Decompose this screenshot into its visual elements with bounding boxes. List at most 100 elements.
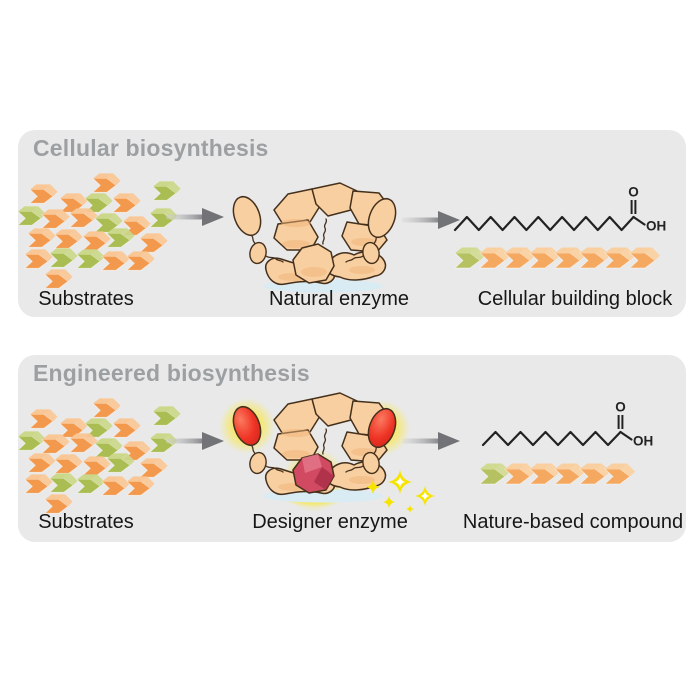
substrate-cluster — [17, 173, 181, 289]
substrate-chevron-orange — [41, 209, 70, 229]
natural-enzyme-illustration — [232, 182, 397, 293]
substrate-chevron-orange — [126, 476, 155, 496]
chain-chevron-orange — [553, 247, 585, 269]
substrate-chevron-green — [84, 193, 113, 213]
substrate-chevron-green — [76, 474, 105, 494]
chain-chevron-orange — [503, 247, 535, 269]
chain-chevron-orange — [603, 247, 635, 269]
sparkles — [366, 470, 435, 513]
reaction-arrow — [166, 208, 224, 226]
enzyme-shading — [281, 219, 311, 227]
enzyme-subunit — [311, 182, 358, 217]
chain-chevron-orange — [603, 463, 635, 485]
enzyme-small-domain — [249, 451, 267, 475]
tether-squiggle — [322, 428, 328, 455]
mutated-domain-bean — [367, 407, 397, 449]
substrate-chevron-orange — [27, 453, 56, 473]
substrate-chevron-orange — [41, 434, 70, 454]
enzyme-domain-bean — [232, 195, 262, 237]
substrate-chevron-orange — [44, 269, 73, 289]
tether-squiggle — [265, 255, 284, 263]
chain-chevron-green — [478, 463, 510, 485]
substrate-cluster — [17, 398, 181, 514]
substrate-chevron-orange — [112, 193, 141, 213]
hydroxyl-label: OH — [633, 434, 653, 449]
chain-chevron-orange — [478, 247, 510, 269]
enzyme-subunit — [311, 392, 358, 427]
substrates-label-cellular: Substrates — [38, 288, 134, 310]
chain-chevron-orange — [578, 247, 610, 269]
nature-based-compound-label: Nature-based compound — [462, 511, 684, 533]
substrate-chevron-orange — [59, 193, 88, 213]
substrate-chevron-orange — [69, 433, 98, 453]
enzyme-shading — [282, 240, 310, 248]
designer-enzyme-illustration — [219, 392, 410, 512]
substrate-chevron-orange — [139, 233, 168, 253]
rock-facet-dark — [314, 467, 334, 490]
substrate-chevron-orange — [29, 184, 58, 204]
substrate-chevron-orange — [69, 208, 98, 228]
substrate-chevron-green — [106, 228, 135, 248]
tether-squiggle — [265, 465, 284, 473]
substrate-chevron-green — [49, 248, 78, 268]
substrate-chevron-orange — [101, 476, 130, 496]
reaction-arrow — [402, 211, 460, 229]
substrate-chevron-orange — [44, 494, 73, 514]
fatty-acid-structure: O OH — [453, 185, 666, 234]
acyl-chevron-chain — [453, 247, 660, 269]
panel-title-cellular-biosynthesis: Cellular biosynthesis — [33, 135, 269, 161]
substrate-chevron-green — [152, 181, 181, 201]
enzyme-shading — [301, 267, 327, 277]
chain-chevron-green — [453, 247, 485, 269]
enzyme-small-domain — [249, 241, 267, 265]
enzyme-small-domain — [362, 241, 380, 265]
enzyme-domain-bean — [367, 197, 397, 239]
sparkle-icon — [366, 480, 380, 494]
carbonyl-oxygen-label: O — [615, 400, 626, 415]
designer-enzyme-label: Designer enzyme — [252, 511, 408, 533]
enzyme-shading — [349, 476, 375, 484]
chain-chevron-orange — [628, 247, 660, 269]
substrate-chevron-orange — [54, 229, 83, 249]
substrate-chevron-orange — [54, 454, 83, 474]
tether-squiggle — [322, 218, 328, 245]
substrate-chevron-orange — [126, 251, 155, 271]
substrates-label-engineered: Substrates — [38, 511, 134, 533]
rock-facet-light — [302, 454, 322, 473]
chain-chevron-orange — [528, 463, 560, 485]
substrate-chevron-green — [152, 406, 181, 426]
sparkle-core — [420, 491, 430, 501]
tether-squiggle — [345, 465, 364, 473]
chain-chevron-orange — [503, 463, 535, 485]
carbonyl-oxygen-label: O — [628, 185, 639, 200]
substrate-chevron-green — [84, 418, 113, 438]
tether-squiggle — [345, 255, 364, 263]
sparkle-core — [394, 476, 406, 488]
reaction-arrow — [402, 432, 460, 450]
chain-chevron-orange — [528, 247, 560, 269]
substrate-chevron-orange — [101, 251, 130, 271]
substrate-chevron-orange — [24, 474, 53, 494]
cellular-building-block-label: Cellular building block — [477, 288, 673, 310]
substrate-chevron-orange — [29, 409, 58, 429]
substrate-chevron-orange — [24, 249, 53, 269]
sparkle-icon — [406, 505, 414, 513]
substrate-chevron-green — [49, 473, 78, 493]
substrate-chevron-orange — [139, 458, 168, 478]
hydroxyl-label: OH — [646, 219, 666, 234]
acyl-chevron-chain — [478, 463, 635, 485]
enzyme-shading — [282, 450, 310, 458]
substrate-chevron-green — [94, 438, 123, 458]
enzyme-small-domain — [362, 451, 380, 475]
chain-chevron-orange — [553, 463, 585, 485]
enzyme-shading — [281, 429, 311, 437]
substrate-chevron-green — [106, 453, 135, 473]
sparkle-icon — [383, 496, 395, 508]
enzyme-shading — [349, 266, 375, 274]
substrate-chevron-orange — [82, 231, 111, 251]
mutated-domain-bean — [232, 405, 262, 447]
natural-enzyme-label: Natural enzyme — [268, 288, 410, 310]
panel-title-engineered-biosynthesis: Engineered biosynthesis — [33, 360, 310, 386]
substrate-chevron-orange — [112, 418, 141, 438]
